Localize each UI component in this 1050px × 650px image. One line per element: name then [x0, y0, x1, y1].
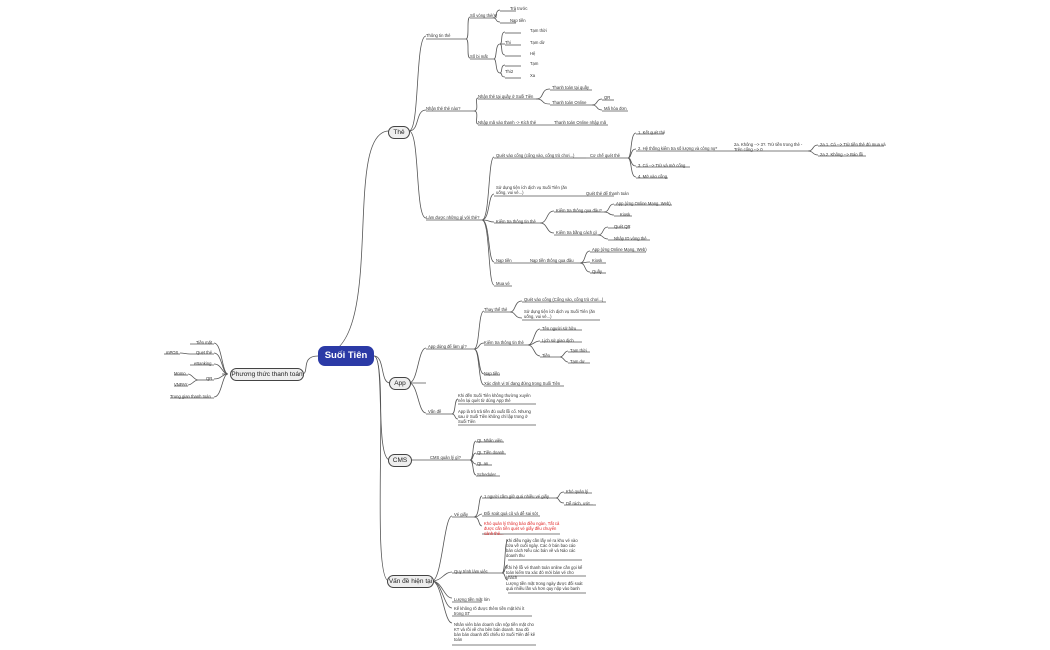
node-app-su-dung-dv[interactable]: Sử dụng tiện ích dịch vụ Suối Tiên (ăn u… — [524, 309, 596, 319]
node-app-tam-thoi[interactable]: Tạm thời — [570, 348, 587, 353]
node-nhan-the-tai-quay[interactable]: Nhận thẻ tại quầy ở Suối Tiên — [478, 94, 534, 99]
node-qt2[interactable]: Khi hệ lỗi vé thanh toán online cần gọi … — [506, 565, 583, 580]
node-nhan-vien[interactable]: Nhân viên bán doanh cần nộp tiền mặt cho… — [454, 622, 536, 642]
node-app-van-de[interactable]: Vấn đề — [428, 409, 442, 414]
node-nhap-ma[interactable]: Nhập mã vào thanh -> Kích thẻ — [478, 120, 537, 125]
node-tam-thoi[interactable]: Tạm thời — [530, 28, 547, 33]
node-cms-item-1[interactable]: QL Nhân viên — [477, 438, 503, 443]
node-doi-soat[interactable]: Đối soát quá cũ và dễ sai sót — [484, 511, 538, 516]
node-tien-mat[interactable]: Tiền mặt — [196, 340, 213, 345]
node-app-nap-tien[interactable]: Nạp tiền — [484, 371, 500, 376]
node-kiem-tra-tt[interactable]: Kiểm tra thông tin thẻ — [496, 219, 536, 224]
node-quet-the[interactable]: Quẹt thẻ — [196, 350, 213, 355]
node-qr-pttt[interactable]: QR — [206, 376, 213, 381]
node-thi[interactable]: Thi — [505, 40, 511, 45]
node-quet-the-tt[interactable]: Quét thẻ để thanh toán — [586, 191, 629, 196]
node-tt-online-nhap-ma[interactable]: Thanh toán Online nhập mã — [554, 120, 606, 125]
node-app-quet-vao-cong[interactable]: Quét vào cổng (Cổng vào, cổng trò chơi..… — [524, 297, 604, 302]
node-vnpay[interactable]: VNPAY — [174, 382, 188, 387]
node-tt-online[interactable]: Thanh toán Online — [552, 100, 587, 105]
node-mpos[interactable]: mPOS — [166, 350, 179, 355]
node-nap-tien[interactable]: Nạp tiền — [510, 18, 526, 23]
node-app-dung[interactable]: App dùng để làm gì? — [428, 344, 467, 349]
node-luong-tien[interactable]: Lượng tiền mặt lớn — [454, 597, 490, 602]
node-momo[interactable]: Momo — [174, 371, 186, 376]
node-cms-item-3[interactable]: QL an — [477, 461, 489, 466]
node-kq4[interactable]: 4. Mở vào cổng — [638, 174, 668, 179]
node-ma-hoa-don[interactable]: Mã hóa đơn — [604, 106, 627, 111]
node-kho-quan-ly[interactable]: Khó quản lý — [566, 489, 589, 494]
node-qt3[interactable]: Lượng tiền mặt trong ngày được đối soát … — [506, 581, 583, 591]
branch-van-de[interactable]: Vấn đề hiện tại — [387, 575, 434, 588]
node-mua-ve[interactable]: Mua vé — [496, 281, 510, 286]
node-ve-giay[interactable]: Vé giấy — [454, 512, 468, 517]
node-kiosk[interactable]: Kiosk — [620, 212, 631, 217]
node-quet-vao-cong[interactable]: Quét vào cổng (cổng vào, cổng trò chơi..… — [496, 153, 575, 158]
node-red-note[interactable]: Khó quản lý thông báo điều ngàn, Tất cả … — [484, 521, 560, 536]
node-kiem-tra-cach[interactable]: Kiểm tra bằng cách gì — [556, 230, 597, 235]
node-quy-trinh[interactable]: Quy trình làm việc — [454, 569, 488, 574]
node-cms-item-2[interactable]: QL Tiền doanh — [477, 450, 505, 455]
node-kiosk-2[interactable]: Kiosk — [592, 258, 603, 263]
node-cms-item-4[interactable]: Scheduler — [477, 472, 496, 477]
branch-phuong-thuc-thanh-toan[interactable]: Phương thức thanh toán — [230, 368, 304, 381]
node-so-bi-mat[interactable]: Số bị mất — [470, 54, 488, 59]
branch-cms[interactable]: CMS — [388, 454, 412, 467]
node-de-mat[interactable]: Dễ rách, ướt... — [566, 501, 594, 506]
node-qt1[interactable]: Khi điều ngày cần lấy vé ra khu vé vào c… — [506, 538, 578, 558]
node-he[interactable]: Hệ — [530, 51, 536, 56]
node-qr[interactable]: QR — [604, 95, 611, 100]
node-tt-tai-quay[interactable]: Thanh toán tại quầy — [552, 85, 590, 90]
node-nhan-the[interactable]: Nhận thẻ thẻ nào? — [426, 106, 461, 111]
node-quay[interactable]: Quầy — [592, 269, 603, 274]
node-quet-qr[interactable]: Quét QR — [614, 224, 631, 229]
branch-the[interactable]: Thẻ — [388, 126, 410, 139]
node-kq1[interactable]: 1. Kết quét thẻ — [638, 130, 666, 135]
node-trung-gian[interactable]: Trung gian thanh toán — [170, 394, 211, 399]
node-tien[interactable]: Tiền — [542, 353, 550, 358]
node-ten-nguoi[interactable]: Tên người sở hữu — [542, 326, 577, 331]
node-ebanking[interactable]: eBanking — [194, 361, 212, 366]
node-kq3[interactable]: 3. Có --> Trừ và mở cổng — [638, 163, 686, 168]
root-node[interactable]: Suối Tiên — [318, 346, 374, 366]
node-kq2a1[interactable]: 2a.1. Có --> Trừ tiền thẻ đủ mua và — [820, 142, 886, 147]
node-xac-dinh[interactable]: Xác định vị trí đang đứng trong Suối Tiê… — [484, 381, 561, 386]
node-nhap-id[interactable]: Nhập ID vòng thẻ — [614, 236, 647, 241]
node-kq2a2[interactable]: 2a.2. Không --> Báo lỗi — [820, 152, 863, 157]
node-ke-khong[interactable]: Kế không rõ được thêm tiền mặt khi ít tr… — [454, 606, 525, 616]
node-vd1[interactable]: Khi đến Suối Tiên không thường xuyên nên… — [458, 393, 531, 403]
node-lich-su[interactable]: Lịch sử giao dịch — [542, 338, 574, 343]
branch-app[interactable]: App — [389, 377, 411, 390]
node-tam-du[interactable]: Tạm dừ — [530, 40, 545, 45]
node-thi2[interactable]: Thi2 — [505, 69, 514, 74]
node-kiem-tra-tq[interactable]: Kiểm tra thông qua đâu? — [556, 208, 602, 213]
node-app-online[interactable]: App (ứng Online Mạng, Web) — [616, 201, 671, 206]
node-app-kiem-tra[interactable]: Kiểm tra thông tin thẻ — [484, 340, 524, 345]
node-nap-tien-the[interactable]: Nạp tiền — [496, 258, 512, 263]
node-xa[interactable]: Xa — [530, 73, 536, 78]
node-tam[interactable]: Tạm — [530, 61, 539, 66]
node-app-tam-du[interactable]: Tạm dư — [570, 359, 585, 364]
node-lam-duoc[interactable]: Làm được những gì với thẻ? — [426, 215, 480, 220]
node-su-dung-dv[interactable]: Sử dụng tiện ích dịch vụ Suối Tiên (ăn u… — [496, 185, 568, 195]
node-tra-truoc[interactable]: Trả trước — [510, 6, 528, 11]
node-kq2a[interactable]: 2a. Không --> 3?. Trừ tiền trong thẻ - T… — [734, 142, 803, 152]
node-thay-the[interactable]: Thay thế thẻ — [484, 307, 508, 312]
node-mot-nguoi[interactable]: 1 người cầm giữ quá nhiều vé giấy — [484, 494, 549, 499]
node-so-vong-the[interactable]: Số vòng thẻ(s) — [470, 13, 498, 18]
node-co-che-quet[interactable]: Cơ chế quét thẻ — [590, 153, 620, 158]
node-nap-tq[interactable]: Nạp tiền thông qua đâu — [530, 258, 574, 263]
node-cms-label[interactable]: CMS quản lý gì? — [430, 455, 461, 460]
node-thong-tin-the[interactable]: Thông tin thẻ — [426, 33, 451, 38]
node-kq2[interactable]: 2. Hệ thống kiểm tra số lượng và công nợ… — [638, 146, 718, 151]
node-app-online-2[interactable]: App (ứng Online Mạng, Web) — [592, 247, 647, 252]
node-vd2[interactable]: App là trò trả tiền đủ xuất lỗi cổ. Nhưn… — [458, 409, 531, 424]
